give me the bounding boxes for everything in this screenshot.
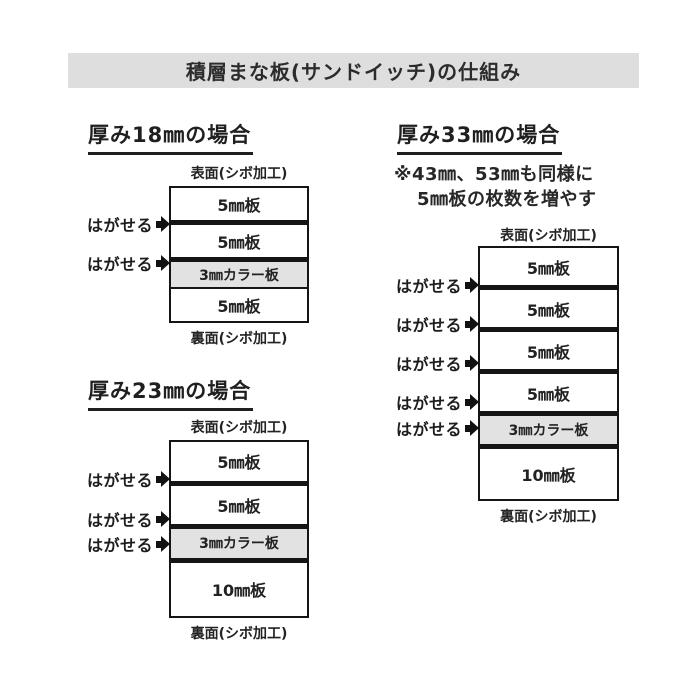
peel-arrow-icon bbox=[465, 394, 479, 410]
peel-label: はがせる bbox=[86, 511, 153, 530]
peel-annotation: はがせる bbox=[86, 509, 170, 530]
peel-arrow-icon bbox=[156, 471, 170, 487]
layer-stack-18mm: 5㎜板 5㎜板 3㎜カラー板 5㎜板 bbox=[169, 186, 309, 323]
layer-5mm-board: 5㎜板 bbox=[171, 188, 307, 221]
peel-label: はがせる bbox=[86, 216, 153, 235]
peel-label: はがせる bbox=[395, 355, 462, 374]
layer-5mm-board: 5㎜板 bbox=[480, 248, 617, 286]
peel-arrow-icon bbox=[156, 536, 170, 552]
layer-stack-33mm: 5㎜板 5㎜板 5㎜板 5㎜板 3㎜カラー板 10㎜板 bbox=[478, 246, 619, 501]
peel-annotation: はがせる bbox=[86, 214, 170, 235]
peel-label: はがせる bbox=[395, 420, 462, 439]
layer-5mm-board: 5㎜板 bbox=[171, 288, 307, 322]
peel-divider bbox=[171, 524, 307, 530]
front-surface-label-23mm: 表面(シボ加工) bbox=[190, 420, 288, 436]
peel-arrow-icon bbox=[156, 511, 170, 527]
layer-3mm-color-board: 3㎜カラー板 bbox=[171, 262, 307, 287]
layer-5mm-board: 5㎜板 bbox=[171, 442, 307, 481]
peel-label: はがせる bbox=[86, 471, 153, 490]
back-surface-label-18mm: 裏面(シボ加工) bbox=[190, 331, 288, 347]
peel-arrow-icon bbox=[156, 255, 170, 271]
peel-annotation: はがせる bbox=[86, 469, 170, 490]
layer-3mm-color-board: 3㎜カラー板 bbox=[480, 416, 617, 444]
front-surface-label-18mm: 表面(シボ加工) bbox=[190, 166, 288, 182]
heading-23mm: 厚み23㎜の場合 bbox=[88, 375, 254, 411]
peel-divider bbox=[171, 257, 307, 263]
peel-label: はがせる bbox=[86, 536, 153, 555]
layer-5mm-board: 5㎜板 bbox=[171, 225, 307, 258]
back-surface-label-33mm: 裏面(シボ加工) bbox=[500, 509, 597, 525]
layer-5mm-board: 5㎜板 bbox=[480, 332, 617, 370]
peel-label: はがせる bbox=[395, 394, 462, 413]
layer-5mm-board: 5㎜板 bbox=[480, 290, 617, 328]
layer-10mm-board: 10㎜板 bbox=[171, 562, 307, 616]
front-surface-label-33mm: 表面(シボ加工) bbox=[500, 228, 597, 244]
peel-label: はがせる bbox=[395, 277, 462, 296]
layer-10mm-board: 10㎜板 bbox=[480, 448, 617, 499]
layer-3mm-color-board: 3㎜カラー板 bbox=[171, 529, 307, 558]
heading-18mm: 厚み18㎜の場合 bbox=[88, 119, 254, 155]
peel-divider bbox=[480, 411, 617, 417]
peel-annotation: はがせる bbox=[395, 418, 479, 439]
note-line-2: 5㎜板の枚数を増やす bbox=[417, 189, 597, 210]
peel-divider bbox=[171, 220, 307, 226]
back-surface-label-23mm: 裏面(シボ加工) bbox=[190, 626, 288, 642]
peel-arrow-icon bbox=[465, 420, 479, 436]
note-33mm: ※43㎜、53㎜も同様に 5㎜板の枚数を増やす bbox=[394, 162, 597, 212]
layer-stack-23mm: 5㎜板 5㎜板 3㎜カラー板 10㎜板 bbox=[169, 440, 309, 618]
peel-divider bbox=[171, 480, 307, 486]
peel-annotation: はがせる bbox=[86, 534, 170, 555]
layer-5mm-board: 5㎜板 bbox=[171, 485, 307, 525]
fixed-divider bbox=[171, 286, 307, 289]
peel-divider bbox=[480, 285, 617, 291]
peel-arrow-icon bbox=[465, 355, 479, 371]
peel-arrow-icon bbox=[465, 277, 479, 293]
title-bar: 積層まな板(サンドイッチ)の仕組み bbox=[68, 53, 639, 88]
peel-annotation: はがせる bbox=[395, 314, 479, 335]
peel-annotation: はがせる bbox=[86, 253, 170, 274]
peel-divider bbox=[480, 443, 617, 449]
peel-annotation: はがせる bbox=[395, 275, 479, 296]
layer-5mm-board: 5㎜板 bbox=[480, 374, 617, 412]
peel-divider bbox=[480, 327, 617, 333]
peel-divider bbox=[480, 369, 617, 375]
peel-label: はがせる bbox=[395, 316, 462, 335]
peel-arrow-icon bbox=[156, 216, 170, 232]
page-title: 積層まな板(サンドイッチ)の仕組み bbox=[185, 60, 522, 84]
note-line-1: ※43㎜、53㎜も同様に bbox=[394, 164, 594, 185]
peel-annotation: はがせる bbox=[395, 392, 479, 413]
peel-divider bbox=[171, 557, 307, 563]
peel-arrow-icon bbox=[465, 316, 479, 332]
heading-33mm: 厚み33㎜の場合 bbox=[397, 119, 563, 155]
peel-label: はがせる bbox=[86, 255, 153, 274]
peel-annotation: はがせる bbox=[395, 353, 479, 374]
